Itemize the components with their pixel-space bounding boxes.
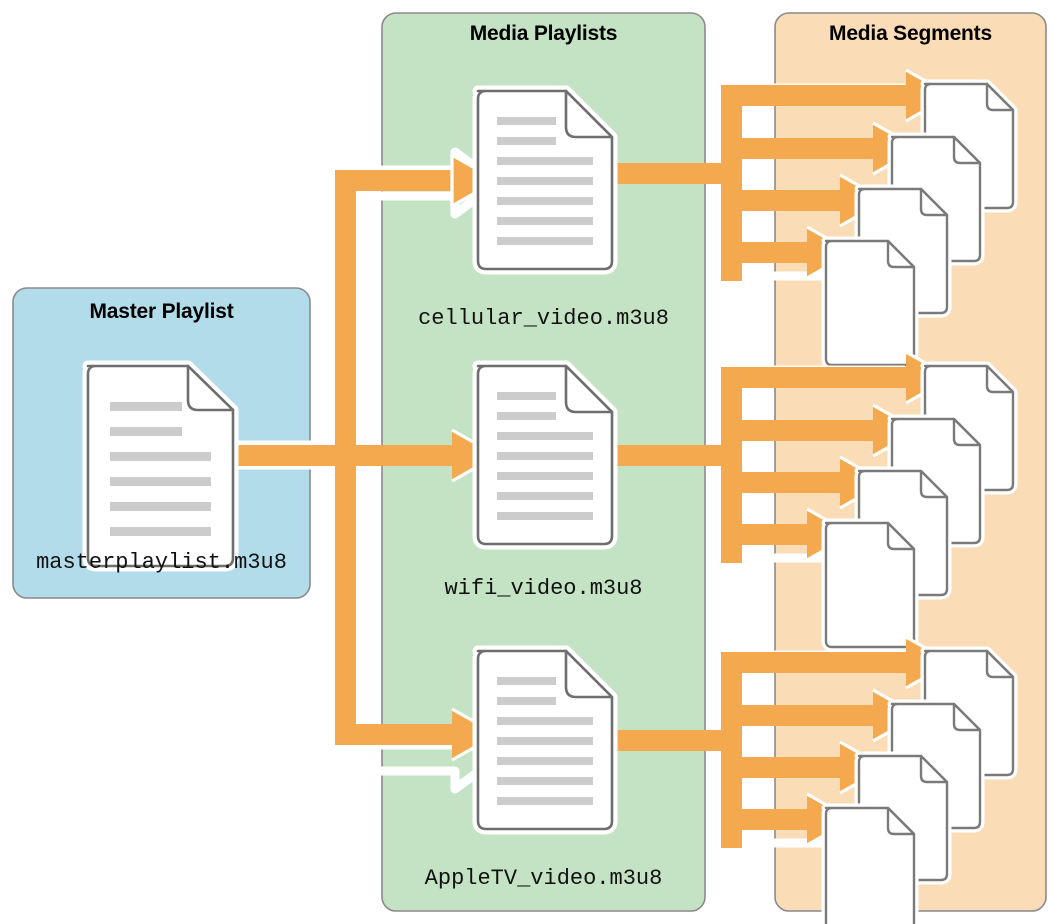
segment-document-4 [826,523,914,647]
playlist-document-icon-wifi [472,360,618,550]
playlist-group-appletv [472,635,1013,924]
file-label-cellular-video: cellular_video.m3u8 [418,306,669,331]
connector-appletv-to-segments [612,635,953,848]
playlist-group-cellular [472,68,1013,365]
playlist-document-icon-appletv [472,645,618,835]
panel-title-master-playlist: Master Playlist [89,300,234,323]
segment-document-4 [826,241,914,365]
segment-document-4 [826,808,914,924]
panel-title-media-segments: Media Segments [829,22,992,45]
file-label-wifi-video: wifi_video.m3u8 [444,576,643,601]
playlist-document-icon-cellular [472,85,618,275]
file-label-appletv-video: AppleTV_video.m3u8 [424,866,663,891]
file-label-masterplaylist: masterplaylist.m3u8 [36,550,287,575]
playlist-group-wifi [472,350,1013,647]
panel-title-media-playlists: Media Playlists [469,22,618,45]
master-playlist-document-icon [82,360,239,572]
